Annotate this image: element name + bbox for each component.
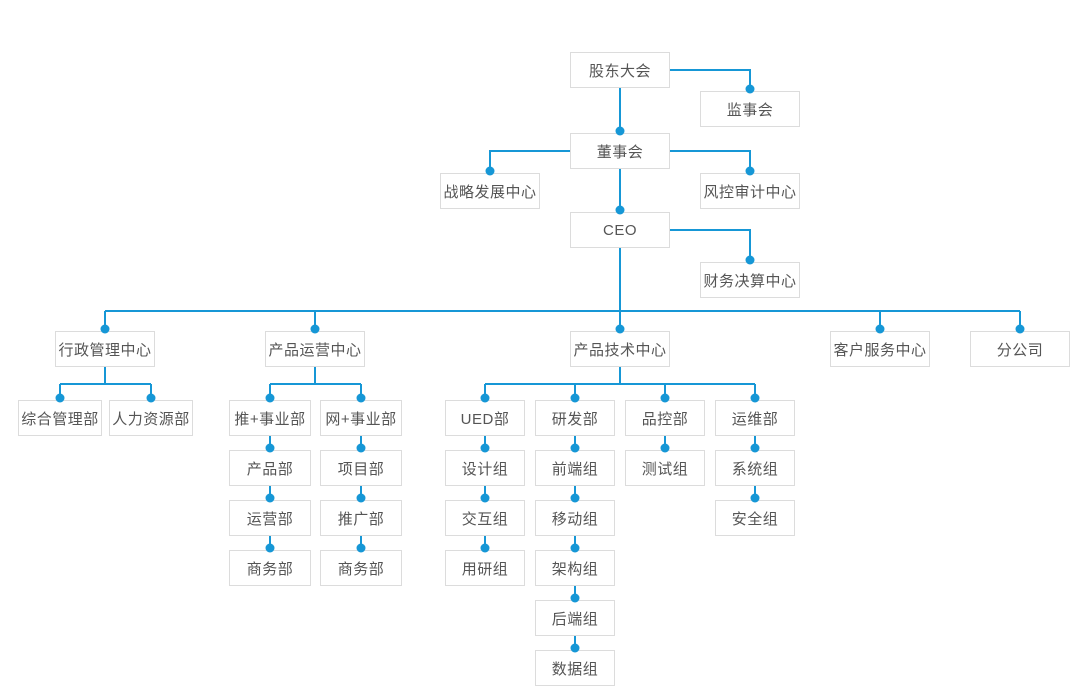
org-node-label: 数据组 (551, 660, 599, 678)
org-node-ceo: CEO (570, 212, 670, 248)
org-node-interaction-group: 交互组 (445, 500, 525, 536)
org-node-product-dept: 产品部 (229, 450, 311, 486)
org-node-test-group: 测试组 (625, 450, 705, 486)
org-node-label: 商务部 (337, 560, 385, 578)
org-node-project-dept: 项目部 (320, 450, 402, 486)
org-node-security-group: 安全组 (715, 500, 795, 536)
org-node-shareholders-meeting: 股东大会 (570, 52, 670, 88)
org-node-frontend-group: 前端组 (535, 450, 615, 486)
org-node-label: 用研组 (461, 560, 509, 578)
org-node-operation-dept: 运营部 (229, 500, 311, 536)
org-node-label: 产品部 (246, 460, 294, 478)
org-node-label: 运维部 (731, 410, 779, 428)
org-node-general-mgmt-dept: 综合管理部 (18, 400, 102, 436)
org-node-business-dept-tui: 商务部 (229, 550, 311, 586)
org-node-label: CEO (602, 221, 637, 239)
org-node-label: 推广部 (337, 510, 385, 528)
org-node-system-group: 系统组 (715, 450, 795, 486)
org-node-label: 品控部 (641, 410, 689, 428)
org-node-label: 安全组 (731, 510, 779, 528)
org-node-label: 战略发展中心 (443, 183, 537, 201)
org-node-label: 推+事业部 (234, 410, 306, 428)
org-node-label: 研发部 (551, 410, 599, 428)
org-node-label: 测试组 (641, 460, 689, 478)
org-node-qc-dept: 品控部 (625, 400, 705, 436)
org-node-user-research-group: 用研组 (445, 550, 525, 586)
org-node-label: 后端组 (551, 610, 599, 628)
org-node-board-of-directors: 董事会 (570, 133, 670, 169)
org-node-label: 系统组 (731, 460, 779, 478)
org-node-label: 移动组 (551, 510, 599, 528)
org-node-label: 风控审计中心 (703, 183, 797, 201)
org-node-label: 综合管理部 (21, 410, 99, 428)
org-node-promotion-dept: 推广部 (320, 500, 402, 536)
org-node-business-dept-wang: 商务部 (320, 550, 402, 586)
org-node-rd-dept: 研发部 (535, 400, 615, 436)
org-node-architecture-group: 架构组 (535, 550, 615, 586)
org-node-risk-audit-center: 风控审计中心 (700, 173, 800, 209)
org-node-label: 商务部 (246, 560, 294, 578)
org-node-design-group: 设计组 (445, 450, 525, 486)
org-node-label: 股东大会 (588, 62, 651, 80)
org-node-product-ops-center: 产品运营中心 (265, 331, 365, 367)
org-node-label: 监事会 (726, 101, 774, 119)
org-node-wang-business-dept: 网+事业部 (320, 400, 402, 436)
org-node-finance-center: 财务决算中心 (700, 262, 800, 298)
org-node-label: 分公司 (996, 341, 1044, 359)
org-node-label: 架构组 (551, 560, 599, 578)
org-node-label: 行政管理中心 (58, 341, 152, 359)
org-node-hr-dept: 人力资源部 (109, 400, 193, 436)
org-node-mobile-group: 移动组 (535, 500, 615, 536)
org-node-label: 财务决算中心 (703, 272, 797, 290)
org-node-label: 运营部 (246, 510, 294, 528)
org-node-label: 交互组 (461, 510, 509, 528)
org-node-label: 网+事业部 (325, 410, 397, 428)
org-node-admin-center: 行政管理中心 (55, 331, 155, 367)
org-node-label: 客户服务中心 (833, 341, 927, 359)
org-node-tui-business-dept: 推+事业部 (229, 400, 311, 436)
org-node-label: 设计组 (461, 460, 509, 478)
org-node-supervisory-board: 监事会 (700, 91, 800, 127)
org-node-ued-dept: UED部 (445, 400, 525, 436)
org-node-label: 前端组 (551, 460, 599, 478)
org-node-customer-service-center: 客户服务中心 (830, 331, 930, 367)
org-node-backend-group: 后端组 (535, 600, 615, 636)
org-node-label: 董事会 (596, 143, 644, 161)
org-node-product-tech-center: 产品技术中心 (570, 331, 670, 367)
org-node-label: 产品运营中心 (268, 341, 362, 359)
org-node-data-group: 数据组 (535, 650, 615, 686)
org-node-label: 产品技术中心 (573, 341, 667, 359)
org-node-label: 人力资源部 (112, 410, 190, 428)
org-node-strategy-dev-center: 战略发展中心 (440, 173, 540, 209)
org-node-ops-dept: 运维部 (715, 400, 795, 436)
org-node-branch-company: 分公司 (970, 331, 1070, 367)
org-node-label: UED部 (460, 410, 510, 428)
org-node-label: 项目部 (337, 460, 385, 478)
